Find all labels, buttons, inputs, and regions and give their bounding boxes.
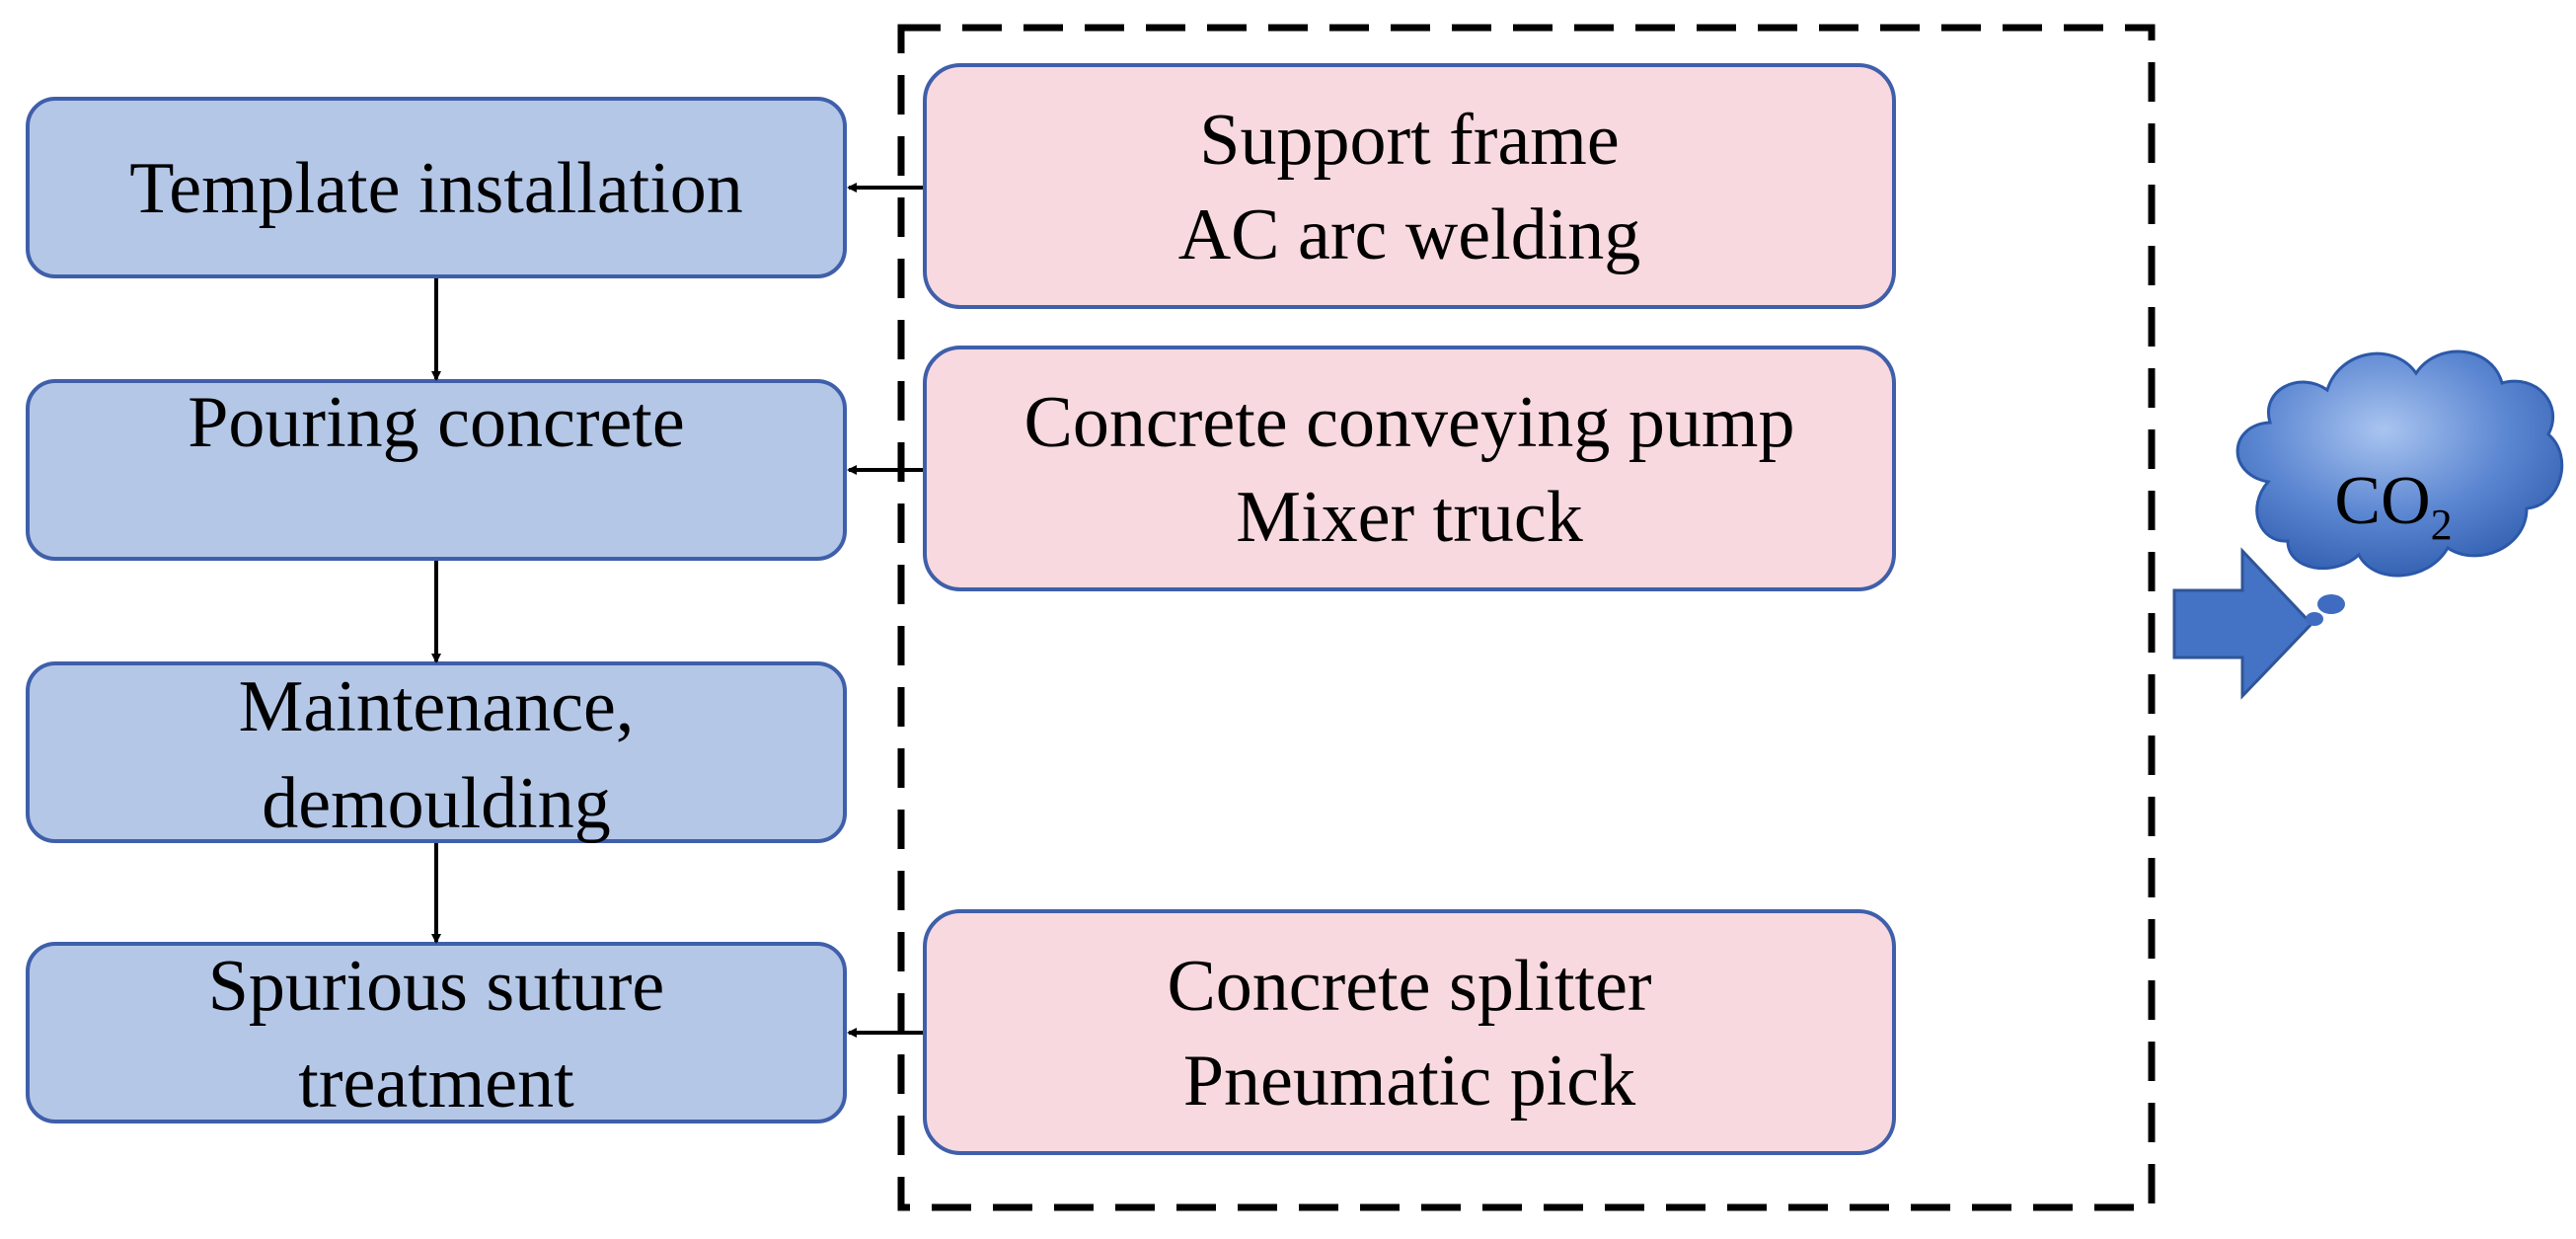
co2-cloud: CO2 [2235,349,2564,626]
equipment-splitter: Concrete splitter Pneumatic pick [923,909,1896,1155]
co2-text: CO [2334,463,2430,539]
process-label-line: Spurious suture [208,946,665,1027]
equipment-label-line: Support frame [1199,100,1619,181]
process-step-template-installation: Template installation [26,97,847,278]
process-step-pouring-concrete: Pouring concrete [26,379,847,561]
equipment-box [923,346,1896,591]
equipment-concrete-pump: Concrete conveying pump Mixer truck [923,346,1896,591]
equipment-welding: Support frame AC arc welding [923,63,1896,309]
emission-arrow [2172,547,2314,700]
process-label: treatment [298,1043,574,1123]
equipment-label: Pneumatic pick [1183,1041,1635,1122]
equipment-label-line: Concrete splitter [1167,946,1651,1027]
co2-subscript: 2 [2431,501,2453,549]
process-label: Pouring concrete [188,382,684,463]
equipment-label-line: Mixer truck [1236,477,1582,558]
process-box [26,379,847,561]
co2-label: CO2 [2334,463,2452,549]
equipment-label: Concrete splitter [1167,946,1651,1027]
process-box [26,97,847,278]
process-step-maintenance-demoulding: Maintenance, demoulding [26,661,847,844]
equipment-label: Concrete conveying pump [1024,382,1795,463]
equipment-label-line: Concrete conveying pump [1024,382,1795,463]
process-label-line: treatment [298,1043,574,1123]
process-label-line: Pouring concrete [188,382,684,463]
process-box [26,661,847,843]
process-label: Spurious suture [208,946,665,1027]
cloud-puff [2306,612,2323,626]
cloud-puff [2317,594,2345,614]
equipment-label: Mixer truck [1236,477,1582,558]
equipment-label-line: AC arc welding [1178,194,1641,275]
equipment-box [923,909,1896,1155]
process-box [26,942,847,1123]
process-step-spurious-suture-treatment: Spurious suture treatment [26,942,847,1123]
process-label-line: demoulding [262,763,611,844]
equipment-box [923,63,1896,309]
process-label: demoulding [262,763,611,844]
equipment-label: Support frame [1199,100,1619,181]
process-label-line: Maintenance, [239,666,635,747]
equipment-label: AC arc welding [1178,194,1641,275]
equipment-group-border [897,24,2156,1211]
cloud-icon [2235,349,2564,578]
equipment-label-line: Pneumatic pick [1183,1041,1635,1122]
process-label-line: Template installation [129,148,743,229]
process-label: Maintenance, [239,666,635,747]
process-label: Template installation [129,148,743,229]
